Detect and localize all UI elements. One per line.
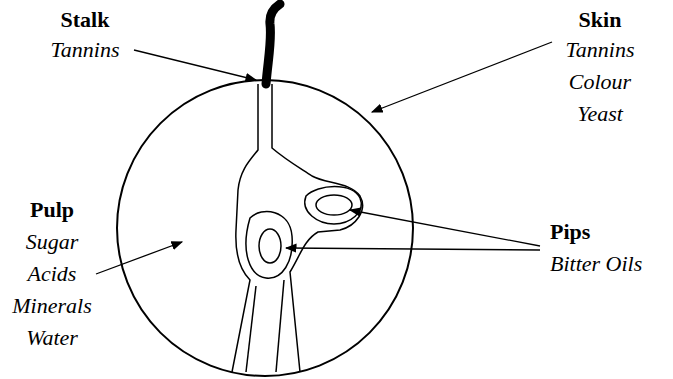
part-content: Bitter Oils — [550, 250, 642, 278]
pip — [316, 195, 352, 215]
pip — [259, 229, 281, 263]
leader-arrow — [350, 210, 540, 246]
part-name: Pips — [550, 218, 590, 246]
leader-arrow — [286, 248, 540, 250]
part-content: Yeast — [577, 100, 623, 128]
pip-cavity — [246, 212, 292, 279]
part-content: Acids — [28, 260, 77, 288]
part-name: Pulp — [30, 196, 74, 224]
part-content: Tannins — [566, 36, 635, 64]
part-content: Sugar — [26, 228, 79, 256]
leader-arrow — [372, 42, 552, 112]
pip-cavity — [305, 187, 361, 225]
part-content: Water — [26, 324, 78, 352]
stalk — [266, 4, 280, 84]
part-content: Tannins — [51, 36, 120, 64]
part-content: Colour — [569, 68, 631, 96]
part-content: Minerals — [12, 292, 91, 320]
vascular-line — [246, 286, 256, 372]
grape-skin — [117, 80, 413, 376]
part-name: Stalk — [61, 6, 110, 34]
leader-arrow — [96, 242, 182, 274]
part-name: Skin — [579, 6, 622, 34]
leader-arrow — [134, 50, 256, 80]
vascular-line — [276, 280, 284, 372]
